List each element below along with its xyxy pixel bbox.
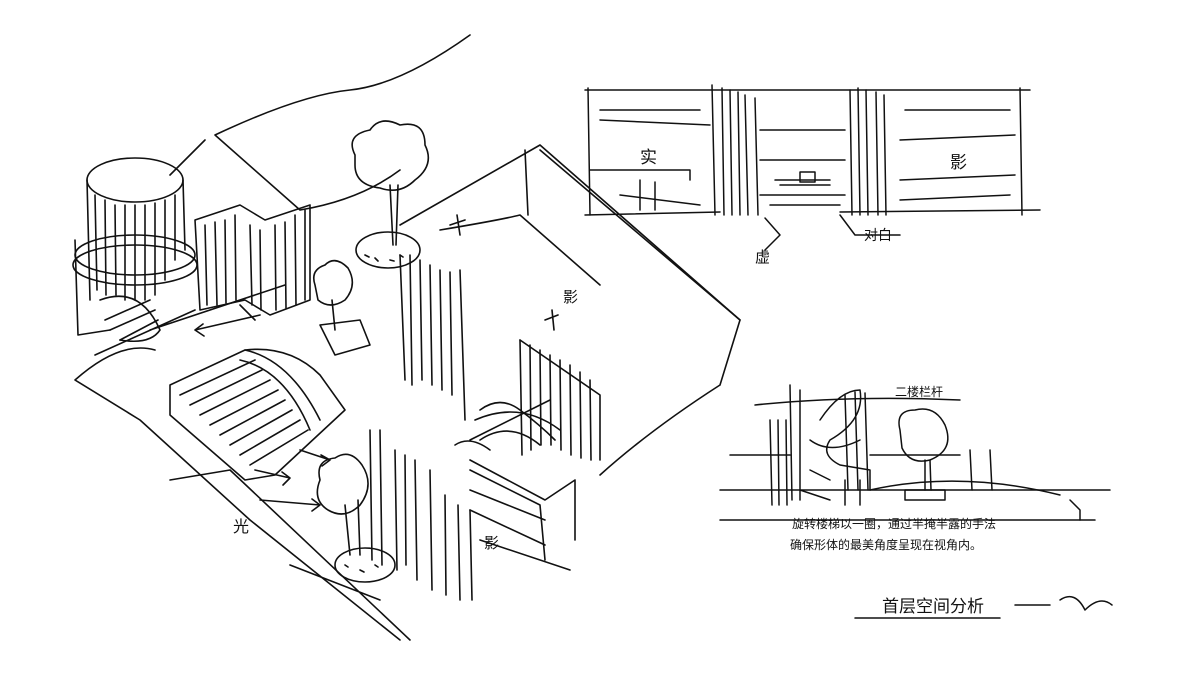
tree-top — [351, 120, 430, 269]
section-sketch — [584, 84, 1041, 251]
caption-line-2: 确保形体的最美角度呈现在视角内。 — [790, 537, 982, 552]
tree-bottom — [316, 453, 396, 583]
label-shadow-a: 影 — [563, 288, 578, 306]
tree-center — [312, 259, 371, 356]
stair-elevation-sketch — [719, 384, 1111, 521]
block-building — [194, 204, 311, 316]
vertical-slats — [369, 429, 576, 601]
stair-label: 二楼栏杆 — [895, 384, 943, 399]
section-label-real: 实 — [640, 148, 657, 168]
ground-lines — [94, 284, 411, 641]
light-arrows — [194, 304, 331, 512]
label-light: 光 — [233, 517, 249, 536]
title-underline — [854, 595, 1113, 619]
section-label-shadow: 影 — [950, 153, 967, 173]
site-boundary — [169, 34, 471, 211]
shadow-marker-top — [449, 214, 559, 331]
drawing-title: 首层空间分析 — [882, 597, 984, 617]
label-shadow-b: 影 — [484, 534, 499, 552]
courtyard-box — [399, 144, 741, 461]
site-boundary-left — [74, 347, 401, 641]
section-label-void: 虚 — [755, 248, 770, 266]
section-label-dialog: 对白 — [864, 228, 892, 244]
curved-bridge — [169, 348, 346, 481]
axonometric-sketch — [72, 34, 741, 641]
cylinder-tower — [72, 157, 198, 343]
caption-line-1: 旋转楼梯以一圈，通过半掩半露的手法 — [792, 516, 996, 531]
